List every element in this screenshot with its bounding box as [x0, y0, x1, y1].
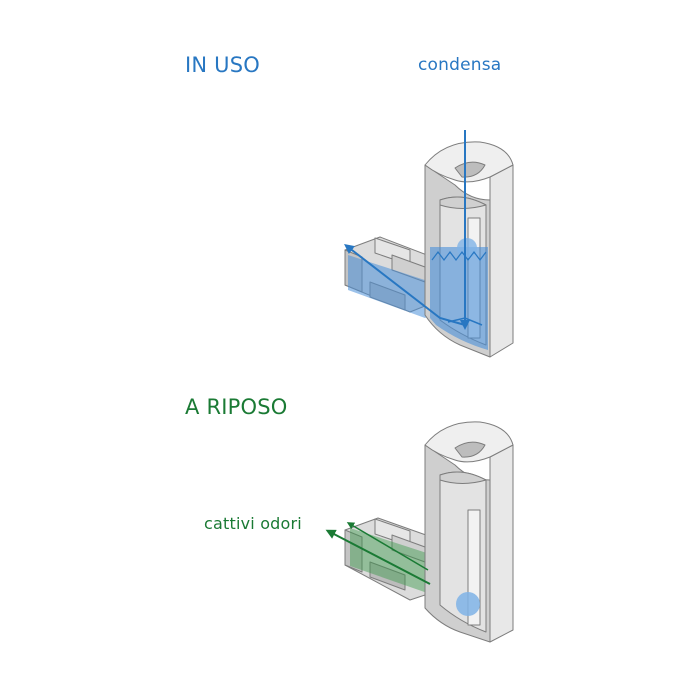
state-title-at-rest: A RIPOSO [185, 395, 288, 419]
state-title-in-use: IN USO [185, 53, 261, 77]
odor-flow-arrow [325, 529, 431, 585]
water-ripple [431, 251, 487, 261]
siphon-in-use [344, 130, 514, 358]
cylinder-body [424, 421, 514, 643]
bad-odors-label: cattivi odori [204, 514, 302, 533]
condensate-label: condensa [418, 55, 502, 75]
outlet-water [348, 255, 440, 318]
siphon-at-rest [325, 421, 514, 643]
cylinder-water [430, 247, 488, 350]
odor-channel [350, 528, 436, 596]
odor-flow-arrow-secondary [346, 522, 429, 571]
condensate-flow-out-arrow [344, 243, 466, 326]
water-bubble [456, 592, 480, 616]
